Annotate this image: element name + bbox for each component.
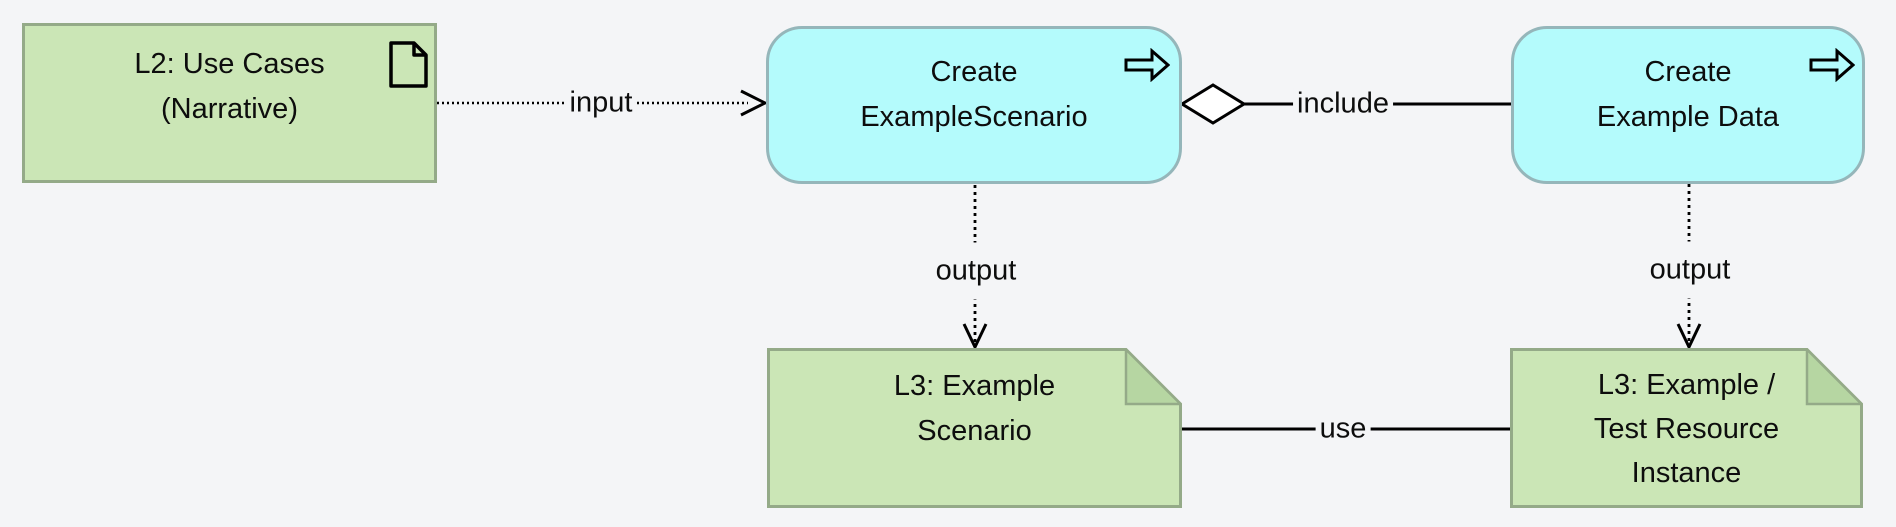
node-create-example-scenario[interactable]: Create ExampleScenario — [766, 26, 1182, 184]
note-shape — [1510, 348, 1863, 508]
node-use-cases-label: L2: Use Cases (Narrative) — [134, 48, 325, 125]
edge-label-use[interactable]: use — [1315, 412, 1371, 446]
document-icon — [388, 41, 428, 93]
edge-label-output-right[interactable]: output — [1641, 241, 1739, 299]
process-arrow-icon — [1124, 47, 1171, 87]
note-example-scenario-label: L3: Example Scenario — [893, 370, 1056, 447]
note-example-scenario[interactable]: L3: Example Scenario — [767, 348, 1182, 508]
input-arrowhead-icon — [740, 89, 769, 117]
node-create-example-data-label: Create Example Data — [1596, 56, 1780, 133]
note-example-test-resource-label: L3: Example / Test Resource Instance — [1593, 369, 1780, 489]
folded-corner-icon — [1805, 348, 1863, 406]
note-example-test-resource[interactable]: L3: Example / Test Resource Instance — [1510, 348, 1863, 508]
edge-label-output-left[interactable]: output — [927, 242, 1025, 300]
note-shape — [767, 348, 1182, 508]
edge-label-include[interactable]: include — [1293, 87, 1393, 121]
node-use-cases[interactable]: L2: Use Cases (Narrative) — [22, 23, 437, 183]
output-left-arrowhead-icon — [962, 323, 988, 351]
node-create-example-scenario-label: Create ExampleScenario — [860, 56, 1088, 133]
output-right-arrowhead-icon — [1676, 323, 1702, 351]
aggregation-diamond-icon — [1179, 83, 1247, 125]
folded-corner-icon — [1124, 348, 1182, 406]
edge-label-input[interactable]: input — [565, 86, 637, 120]
process-arrow-icon — [1809, 47, 1856, 87]
node-create-example-data[interactable]: Create Example Data — [1511, 26, 1865, 184]
